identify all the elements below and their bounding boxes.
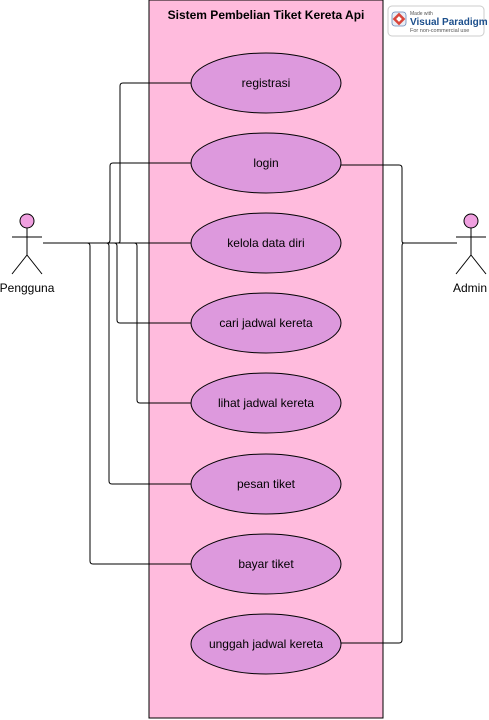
- actor-admin[interactable]: Admin: [453, 213, 487, 295]
- use-case-label: registrasi: [242, 76, 291, 90]
- assoc-admin-unggah-jadwal: [341, 242, 457, 644]
- assoc-pengguna-bayar-tiket: [43, 242, 191, 565]
- watermark-box: [387, 5, 485, 37]
- use-case-ellipse[interactable]: [190, 613, 342, 675]
- assoc-pengguna-pesan-tiket: [43, 242, 191, 485]
- use-case-label: lihat jadwal kereta: [218, 396, 314, 410]
- use-case-unggah-jadwal-kereta[interactable]: unggah jadwal kereta: [190, 613, 342, 675]
- use-case-ellipse[interactable]: [190, 52, 342, 114]
- use-case-ellipse[interactable]: [190, 212, 342, 274]
- use-case-label: bayar tiket: [238, 557, 294, 571]
- use-case-ellipse[interactable]: [190, 132, 342, 194]
- use-case-cari-jadwal-kereta[interactable]: cari jadwal kereta: [190, 292, 342, 354]
- use-case-bayar-tiket[interactable]: bayar tiket: [190, 533, 342, 595]
- assoc-pengguna-lihat-jadwal: [43, 242, 191, 404]
- stick-figure-icon: [11, 213, 43, 275]
- system-title: Sistem Pembelian Tiket Kereta Api: [168, 8, 365, 22]
- admin-associations: [341, 164, 457, 644]
- use-case-kelola-data-diri[interactable]: kelola data diri: [190, 212, 342, 274]
- actor-label: Admin: [453, 281, 487, 295]
- use-case-ellipse[interactable]: [190, 533, 342, 595]
- use-case-ellipse[interactable]: [190, 372, 342, 434]
- use-case-ellipse[interactable]: [190, 292, 342, 354]
- actor-label: Pengguna: [0, 281, 55, 295]
- use-case-registrasi[interactable]: registrasi: [190, 52, 342, 114]
- use-case-ellipse[interactable]: [190, 453, 342, 515]
- watermark-note: For non-commercial use: [410, 28, 469, 34]
- stick-figure-icon: [455, 213, 487, 275]
- use-case-pesan-tiket[interactable]: pesan tiket: [190, 453, 342, 515]
- use-case-label: kelola data diri: [227, 236, 304, 250]
- use-case-label: cari jadwal kereta: [219, 316, 313, 330]
- watermark-brand: Visual Paradigm: [410, 17, 488, 28]
- visual-paradigm-watermark: Made with Visual Paradigm For non-commer…: [387, 5, 488, 37]
- pengguna-associations: [43, 82, 191, 565]
- use-case-login[interactable]: login: [190, 132, 342, 194]
- visual-paradigm-logo-icon: [391, 11, 407, 27]
- use-case-label: login: [253, 156, 278, 170]
- system-boundary[interactable]: [148, 0, 384, 719]
- use-case-lihat-jadwal-kereta[interactable]: lihat jadwal kereta: [190, 372, 342, 434]
- actor-pengguna[interactable]: Pengguna: [0, 213, 55, 295]
- use-case-label: pesan tiket: [237, 477, 296, 491]
- use-case-label: unggah jadwal kereta: [209, 637, 323, 651]
- watermark-made-with: Made with: [410, 11, 433, 17]
